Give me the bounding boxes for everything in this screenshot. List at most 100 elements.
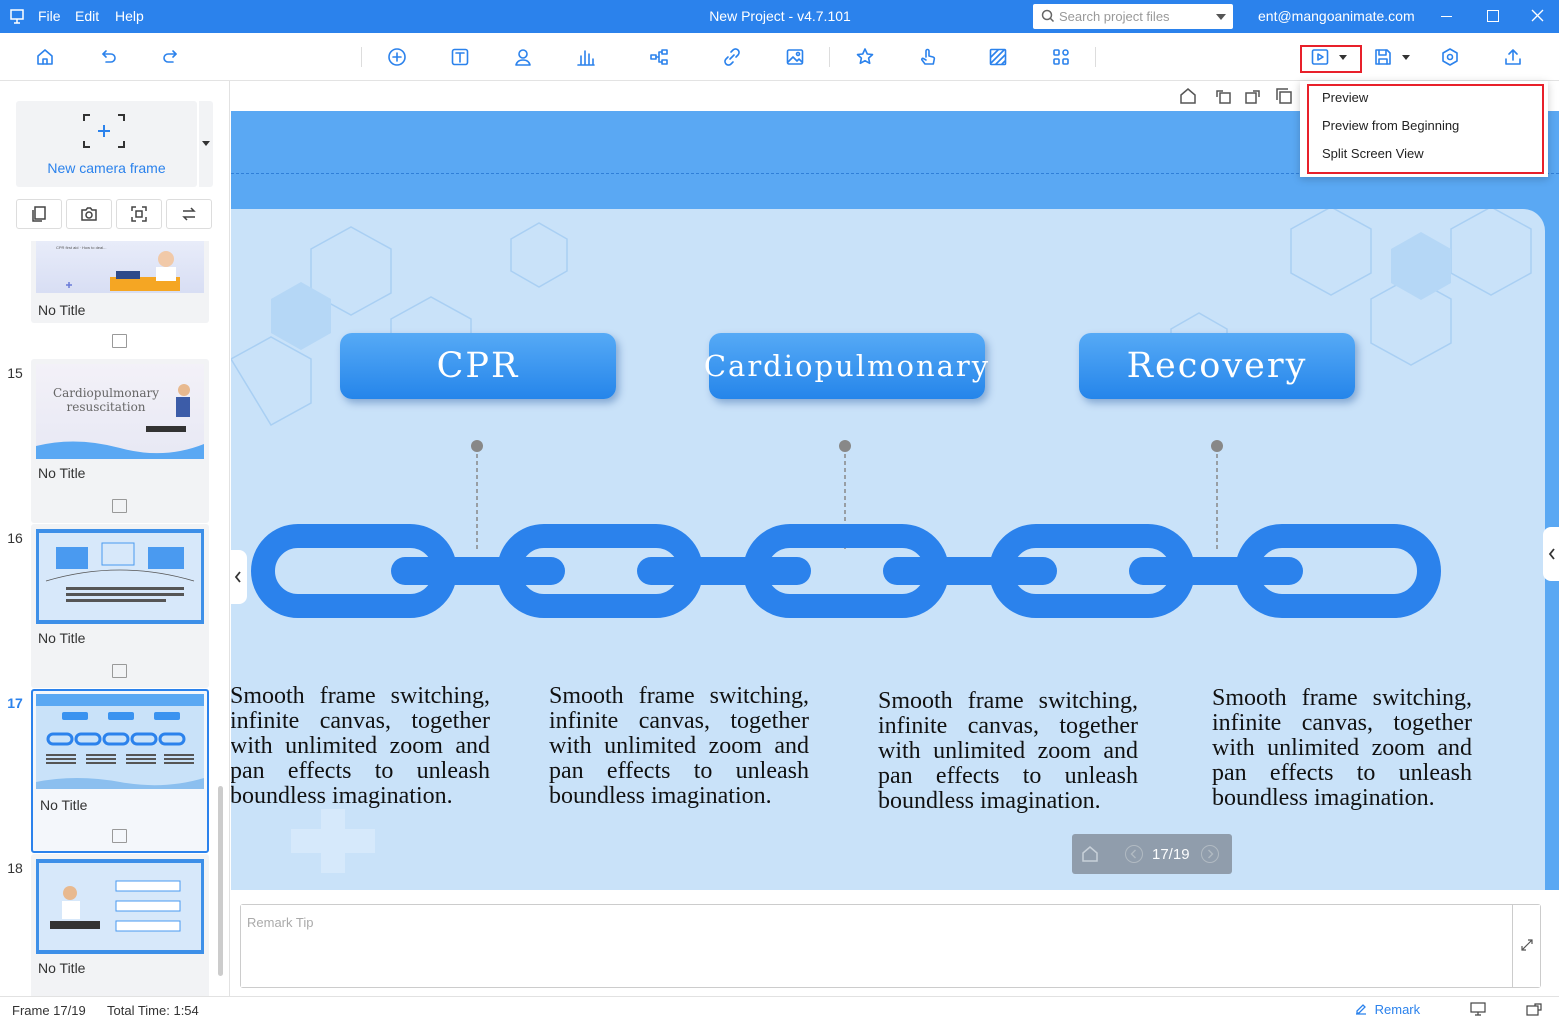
remark-toggle[interactable]: Remark bbox=[1354, 1002, 1420, 1017]
save-icon[interactable] bbox=[1369, 43, 1397, 71]
copy-frame-button[interactable] bbox=[16, 199, 62, 229]
star-effect-icon[interactable] bbox=[851, 43, 879, 71]
frame-thumbnail[interactable]: CPR first aid · How to deal... No Title bbox=[31, 241, 209, 323]
frame-thumbnail[interactable]: No Title bbox=[31, 854, 209, 1018]
frame-preview-image: CPR first aid · How to deal... bbox=[36, 241, 204, 293]
pager-next-icon[interactable] bbox=[1200, 844, 1220, 869]
tree-icon[interactable] bbox=[645, 43, 673, 71]
frame-title: No Title bbox=[38, 960, 86, 976]
menu-file[interactable]: File bbox=[38, 8, 61, 24]
pager-home-icon[interactable] bbox=[1080, 844, 1100, 869]
heading-box-cpr[interactable]: CPR bbox=[340, 333, 616, 399]
preview-dropdown-icon[interactable] bbox=[1339, 55, 1347, 60]
frame-number: 16 bbox=[7, 530, 23, 546]
body-text-4[interactable]: Smooth frame switching, infinite canvas,… bbox=[1212, 685, 1472, 811]
undo-icon[interactable] bbox=[94, 43, 122, 71]
fit-frame-button[interactable] bbox=[116, 199, 162, 229]
body-text-3[interactable]: Smooth frame switching, infinite canvas,… bbox=[878, 688, 1138, 814]
person-icon[interactable] bbox=[509, 43, 537, 71]
background-pattern-icon[interactable] bbox=[984, 43, 1012, 71]
redo-icon[interactable] bbox=[157, 43, 185, 71]
text-icon[interactable] bbox=[446, 43, 474, 71]
save-dropdown-icon[interactable] bbox=[1402, 55, 1410, 60]
copy-icon bbox=[32, 206, 46, 222]
frame-thumbnail[interactable]: Cardiopulmonary resuscitation No Title bbox=[31, 359, 209, 523]
menu-item-split-screen-view[interactable]: Split Screen View bbox=[1322, 146, 1424, 161]
screen-icon[interactable] bbox=[1470, 1002, 1486, 1019]
preview-play-icon[interactable] bbox=[1306, 43, 1334, 71]
transition-icon[interactable] bbox=[112, 499, 127, 513]
chevron-left-icon bbox=[234, 571, 241, 583]
canvas-home-icon[interactable] bbox=[1179, 87, 1197, 105]
heading-box-recovery[interactable]: Recovery bbox=[1079, 333, 1355, 399]
frame-count: Frame 17/19 bbox=[12, 1003, 86, 1018]
touch-icon[interactable] bbox=[914, 43, 942, 71]
remark-label: Remark bbox=[1374, 1002, 1421, 1017]
frame-preview-image bbox=[36, 694, 204, 789]
heading-box-cardiopulmonary[interactable]: Cardiopulmonary bbox=[704, 333, 988, 399]
chart-icon[interactable] bbox=[572, 43, 600, 71]
grid-apps-icon[interactable] bbox=[1047, 43, 1075, 71]
fit-icon bbox=[131, 206, 147, 222]
menu-edit[interactable]: Edit bbox=[75, 8, 100, 24]
transition-icon[interactable] bbox=[112, 829, 127, 843]
hexagon-background bbox=[231, 209, 1532, 873]
pager-prev-icon[interactable] bbox=[1124, 844, 1144, 869]
camera-frame-icon bbox=[82, 113, 126, 154]
frame-title: No Title bbox=[38, 630, 86, 646]
maximize-icon[interactable] bbox=[1487, 10, 1499, 22]
collapse-sidebar-button[interactable] bbox=[230, 550, 247, 604]
frame-copy-icon[interactable] bbox=[1275, 87, 1293, 105]
dropdown-highlight-box bbox=[1307, 84, 1544, 174]
remark-divider bbox=[1512, 904, 1513, 988]
swap-icon bbox=[182, 207, 196, 221]
status-bar: Frame 17/19 Total Time: 1:54 Remark bbox=[0, 996, 1559, 1021]
swap-frame-button[interactable] bbox=[166, 199, 212, 229]
remark-box[interactable] bbox=[240, 904, 1541, 988]
frame-thumbnail[interactable]: No Title bbox=[31, 524, 209, 688]
image-icon[interactable] bbox=[781, 43, 809, 71]
transition-icon[interactable] bbox=[112, 334, 127, 348]
total-time: Total Time: 1:54 bbox=[107, 1003, 199, 1018]
body-text-1[interactable]: Smooth frame switching, infinite canvas,… bbox=[231, 683, 490, 809]
lock-layout-icon[interactable] bbox=[1526, 1002, 1542, 1019]
app-logo-icon bbox=[9, 8, 25, 24]
thumb-title-text: Cardiopulmonary resuscitation bbox=[52, 386, 160, 414]
search-box[interactable] bbox=[1033, 4, 1233, 29]
home-icon[interactable] bbox=[31, 43, 59, 71]
close-icon[interactable] bbox=[1530, 8, 1545, 28]
menu-item-preview[interactable]: Preview bbox=[1322, 90, 1369, 105]
frame-preview-image bbox=[36, 529, 204, 624]
rotate-right-icon[interactable] bbox=[1244, 87, 1262, 105]
remark-input[interactable] bbox=[241, 905, 1540, 987]
frame-thumbnail-active[interactable]: No Title bbox=[31, 689, 209, 853]
add-icon[interactable] bbox=[383, 43, 411, 71]
snapshot-button[interactable] bbox=[66, 199, 112, 229]
svg-text:CPR first aid · How to deal...: CPR first aid · How to deal... bbox=[56, 245, 106, 250]
transition-icon[interactable] bbox=[112, 664, 127, 678]
link-icon[interactable] bbox=[718, 43, 746, 71]
frame-title: No Title bbox=[38, 302, 86, 318]
rotate-left-icon[interactable] bbox=[1214, 87, 1232, 105]
body-text-2[interactable]: Smooth frame switching, infinite canvas,… bbox=[549, 683, 809, 809]
chain-graphic[interactable] bbox=[231, 431, 1559, 631]
expand-icon[interactable] bbox=[1521, 938, 1533, 956]
search-input[interactable] bbox=[1059, 4, 1209, 29]
dashed-guide-line bbox=[231, 173, 1559, 174]
frame-preview-image bbox=[36, 859, 204, 954]
frame-number: 18 bbox=[7, 860, 23, 876]
settings-icon[interactable] bbox=[1436, 43, 1464, 71]
slide-canvas[interactable]: CPR Cardiopulmonary Recovery Smooth fram… bbox=[231, 111, 1559, 890]
search-dropdown-icon[interactable] bbox=[1216, 14, 1226, 20]
minimize-icon[interactable] bbox=[1441, 16, 1452, 17]
new-camera-frame-button[interactable]: New camera frame bbox=[16, 101, 197, 187]
frame-number: 15 bbox=[7, 365, 23, 381]
sidebar-scrollbar[interactable] bbox=[218, 786, 223, 976]
menu-help[interactable]: Help bbox=[115, 8, 144, 24]
new-frame-dropdown[interactable] bbox=[197, 101, 213, 187]
account-email[interactable]: ent@mangoanimate.com bbox=[1258, 8, 1415, 24]
publish-icon[interactable] bbox=[1499, 43, 1527, 71]
remark-area bbox=[231, 890, 1559, 996]
expand-right-panel-button[interactable] bbox=[1543, 527, 1559, 581]
menu-item-preview-from-beginning[interactable]: Preview from Beginning bbox=[1322, 118, 1460, 133]
